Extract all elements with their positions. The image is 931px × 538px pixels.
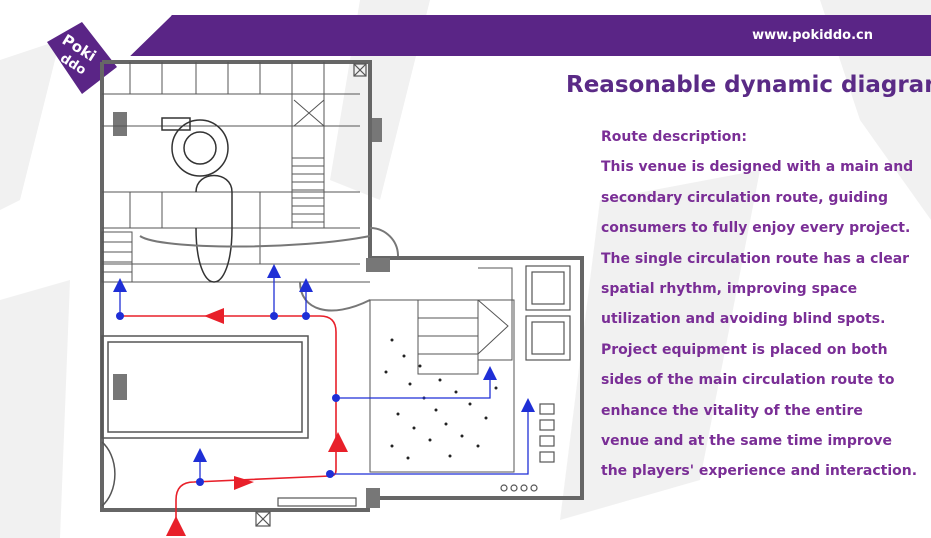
trampoline-area bbox=[101, 335, 309, 507]
wall-columns bbox=[113, 112, 390, 508]
route-description-line: venue and at the same time improve bbox=[601, 433, 893, 450]
route-description-line: utilization and avoiding blind spots. bbox=[601, 311, 886, 328]
route-description-line: sides of the main circulation route to bbox=[601, 372, 895, 389]
page-title: Reasonable dynamic diagram bbox=[566, 72, 931, 98]
main-route-arrows bbox=[166, 308, 348, 536]
route-description-line: This venue is designed with a main and bbox=[601, 159, 914, 176]
right-side-equipment bbox=[277, 265, 571, 507]
route-nodes bbox=[116, 312, 340, 486]
floor-plan-diagram bbox=[100, 60, 584, 536]
building-walls bbox=[100, 60, 584, 512]
ball-pit bbox=[369, 267, 515, 473]
slide-equipment bbox=[161, 117, 233, 283]
entrance-markers bbox=[255, 63, 367, 527]
header-band bbox=[126, 15, 931, 56]
upper-room-grid bbox=[102, 62, 370, 283]
route-description-line: Project equipment is placed on both bbox=[601, 341, 888, 358]
pokiddo-logo: Poki ddo bbox=[47, 22, 117, 94]
ball-pit-balls bbox=[384, 338, 498, 460]
secondary-circulation-route bbox=[119, 276, 529, 482]
route-description-line: secondary circulation route, guiding bbox=[601, 189, 889, 206]
route-description-heading: Route description: bbox=[601, 129, 747, 145]
route-description-line: the players' experience and interaction. bbox=[601, 463, 918, 480]
route-description-line: spatial rhythm, improving space bbox=[601, 281, 858, 298]
route-description: Route description: This venue is designe… bbox=[601, 122, 929, 487]
curved-ramp bbox=[139, 227, 399, 312]
route-description-line: consumers to fully enjoy every project. bbox=[601, 220, 911, 237]
secondary-route-arrows bbox=[113, 264, 535, 462]
route-description-line: enhance the vitality of the entire bbox=[601, 402, 863, 419]
stairs bbox=[101, 99, 326, 283]
main-circulation-route bbox=[120, 315, 337, 532]
site-url[interactable]: www.pokiddo.cn bbox=[752, 28, 873, 43]
route-description-line: The single circulation route has a clear bbox=[601, 250, 910, 267]
